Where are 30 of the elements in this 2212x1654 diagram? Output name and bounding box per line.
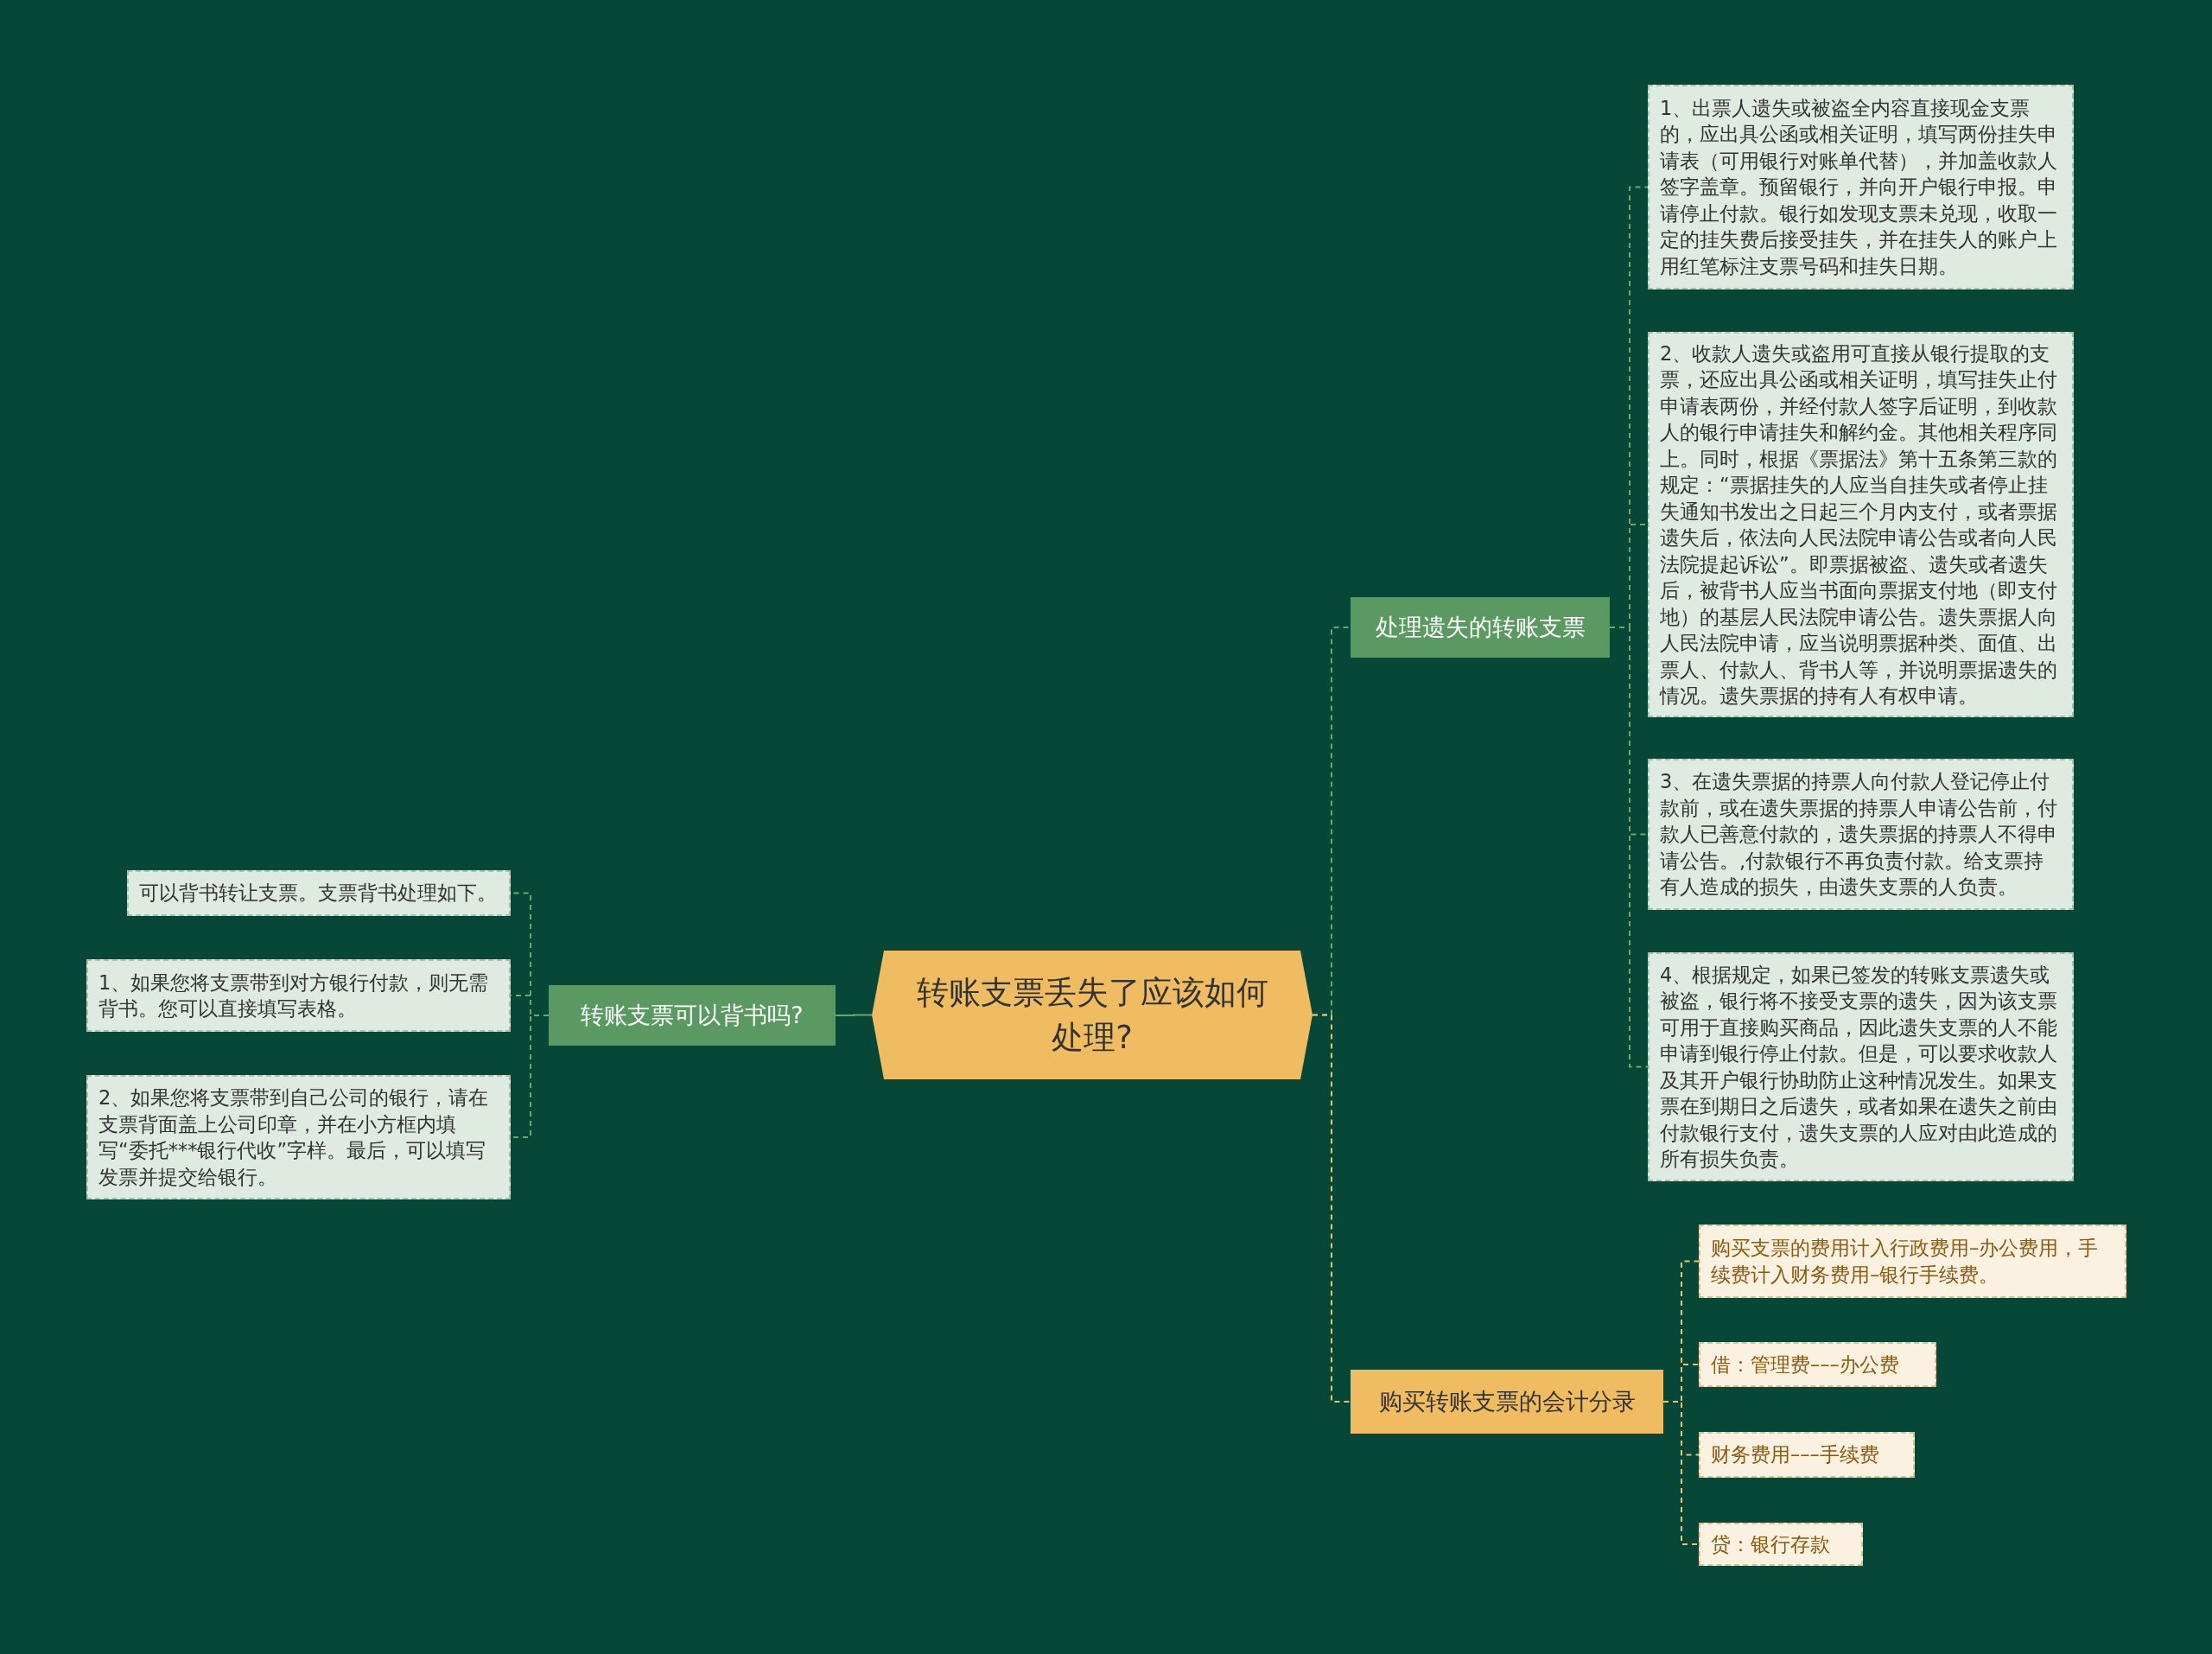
note-box <box>1648 759 2074 910</box>
note-box <box>1699 1225 2126 1298</box>
topic-text: 可以背书转让支票。支票背书处理如下。 <box>139 881 497 907</box>
note-box <box>127 870 511 916</box>
topic-text: 转账支票可以背书吗? <box>581 1001 804 1030</box>
note-box <box>1699 1523 1863 1566</box>
topic-text: 财务费用–––手续费 <box>1711 1442 1879 1468</box>
topic-text: 贷：银行存款 <box>1711 1531 1830 1557</box>
topic-text: 借：管理费–––办公费 <box>1711 1352 1899 1377</box>
connector-line <box>1312 1014 1351 1403</box>
branch-topic-box <box>1351 597 1610 658</box>
topic-text: 1、如果您将支票带到对方银行付款，则无需背书。您可以直接填写表格。 <box>99 970 490 1021</box>
branch-topic-box <box>1351 1370 1663 1434</box>
topic-text: 购买转账支票的会计分录 <box>1378 1387 1636 1416</box>
note-box <box>86 959 511 1032</box>
topic-text: 3、在遗失票据的持票人向付款人登记停止付款前，或在遗失票据的持票人申请公告前，付款人已善意付款的，遗失票据的持票人不得申请公告。,付款银行不再负责付款。给支票持有人造成的损失，由遗失支票的人负责。 <box>1660 769 2058 900</box>
topic-text: 转账支票丢失了应该如何处理? <box>915 972 1269 1058</box>
note-box <box>86 1075 511 1199</box>
connector-line <box>1662 1401 1700 1545</box>
note-box <box>1699 1432 1915 1478</box>
topic-text: 购买支票的费用计入行政费用–办公费用，手续费计入财务费用–银行手续费。 <box>1711 1236 2100 1288</box>
topic-text: 2、收款人遗失或盗用可直接从银行提取的支票，还应出具公函或相关证明，填写挂失止付申请表两份，并经付款人签字后证明，到收款人的银行申请挂失和解约金。其他相关程序同上。同时，根据《票据法》第十五条第三款的规定：“票据挂失的人应当自挂失或者停止挂失通知书发出之日起三个月内支付，或者票据遗失后，依法向人民法院申请公告或者向人民法院提起诉讼”。即票据被盗、遗失或者遗失后，被背书人应当书面向票据支付地（即支付地）的基层人民法院申请公告。遗失票据人向人民法院申请，应当说明票据种类、面值、出票人、付款人、背书人等，并说明票据遗失的情况。遗失票据的持有人有权申请。 <box>1660 340 2058 709</box>
topic-text: 2、如果您将支票带到自己公司的银行，请在支票背面盖上公司印章，并在小方框内填写“委托***银行代收”字样。最后，可以填写发票并提交给银行。 <box>99 1085 490 1190</box>
branch-topic-box <box>549 985 836 1046</box>
note-box <box>1648 85 2074 289</box>
topic-text: 4、根据规定，如果已签发的转账支票遗失或被盗，银行将不接受支票的遗失，因为该支票可用于直接购买商品，因此遗失支票的人不能申请到银行停止付款。但是，可以要求收款人及其开户银行协助防止这种情况发生。如果支票在到期日之后遗失，或者如果在遗失之前由付款银行支付，遗失支票的人应对由此造成的所有损失负责。 <box>1660 962 2058 1172</box>
note-box <box>1699 1342 1936 1387</box>
topic-text: 处理遗失的转账支票 <box>1375 613 1586 642</box>
topic-text: 1、出票人遗失或被盗全内容直接现金支票的，应出具公函或相关证明，填写两份挂失申请表（可用银行对账单代替），并加盖收款人签字盖章。预留银行，并向开户银行申报。申请停止付款。银行如发现支票未兑现，收取一定的挂失费后接受挂失，并在挂失人的账户上用红笔标注支票号码和挂失日期。 <box>1660 95 2058 279</box>
connector-line <box>835 1014 873 1016</box>
